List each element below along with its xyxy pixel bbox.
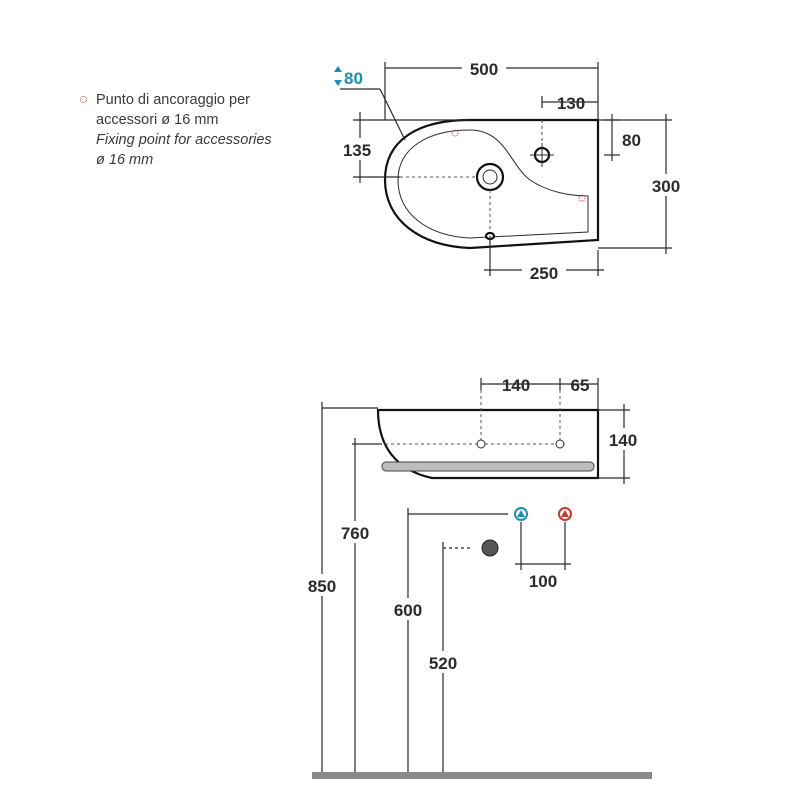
drain-pipe-icon (481, 539, 499, 557)
dim-depth-300: 300 (652, 177, 680, 196)
top-view: 500 80 130 80 135 300 (334, 58, 690, 283)
side-view: 140 65 140 850 760 600 520 (298, 376, 652, 779)
height-760: 760 (341, 524, 369, 543)
fixing-point-icon (451, 129, 459, 137)
dim-140-horizontal: 140 (502, 376, 530, 395)
dim-width-500: 500 (470, 60, 498, 79)
hot-water-icon (558, 507, 572, 521)
floor-line (312, 772, 652, 779)
dim-drain-offset-250: 250 (530, 264, 558, 283)
dim-140-vertical: 140 (609, 431, 637, 450)
legend-english-line-1: Fixing point for accessories (96, 132, 272, 148)
height-850: 850 (308, 577, 336, 596)
fixing-point-marker-icon (80, 96, 87, 103)
dim-100: 100 (529, 572, 557, 591)
height-badge-80: 80 (334, 66, 406, 141)
fixing-point-icon (578, 194, 586, 202)
drain-icon (475, 162, 505, 192)
cold-water-icon (514, 507, 528, 521)
height-badge-value: 80 (344, 69, 363, 88)
dim-left-offset-135: 135 (343, 141, 371, 160)
dim-tap-depth-80: 80 (622, 131, 641, 150)
drain-inner (482, 169, 498, 185)
basin-inner-bowl (397, 129, 589, 239)
height-520: 520 (429, 654, 457, 673)
wall-plate (381, 461, 595, 472)
legend: Punto di ancoraggio per accessori ø 16 m… (80, 90, 306, 170)
dim-65: 65 (571, 376, 590, 395)
legend-italian-line-2: accessori ø 16 mm (96, 112, 219, 128)
legend-italian-line-1: Punto di ancoraggio per (96, 92, 250, 108)
legend-english-line-2: ø 16 mm (96, 152, 154, 168)
dim-tap-offset-130: 130 (557, 94, 585, 113)
height-600: 600 (394, 601, 422, 620)
